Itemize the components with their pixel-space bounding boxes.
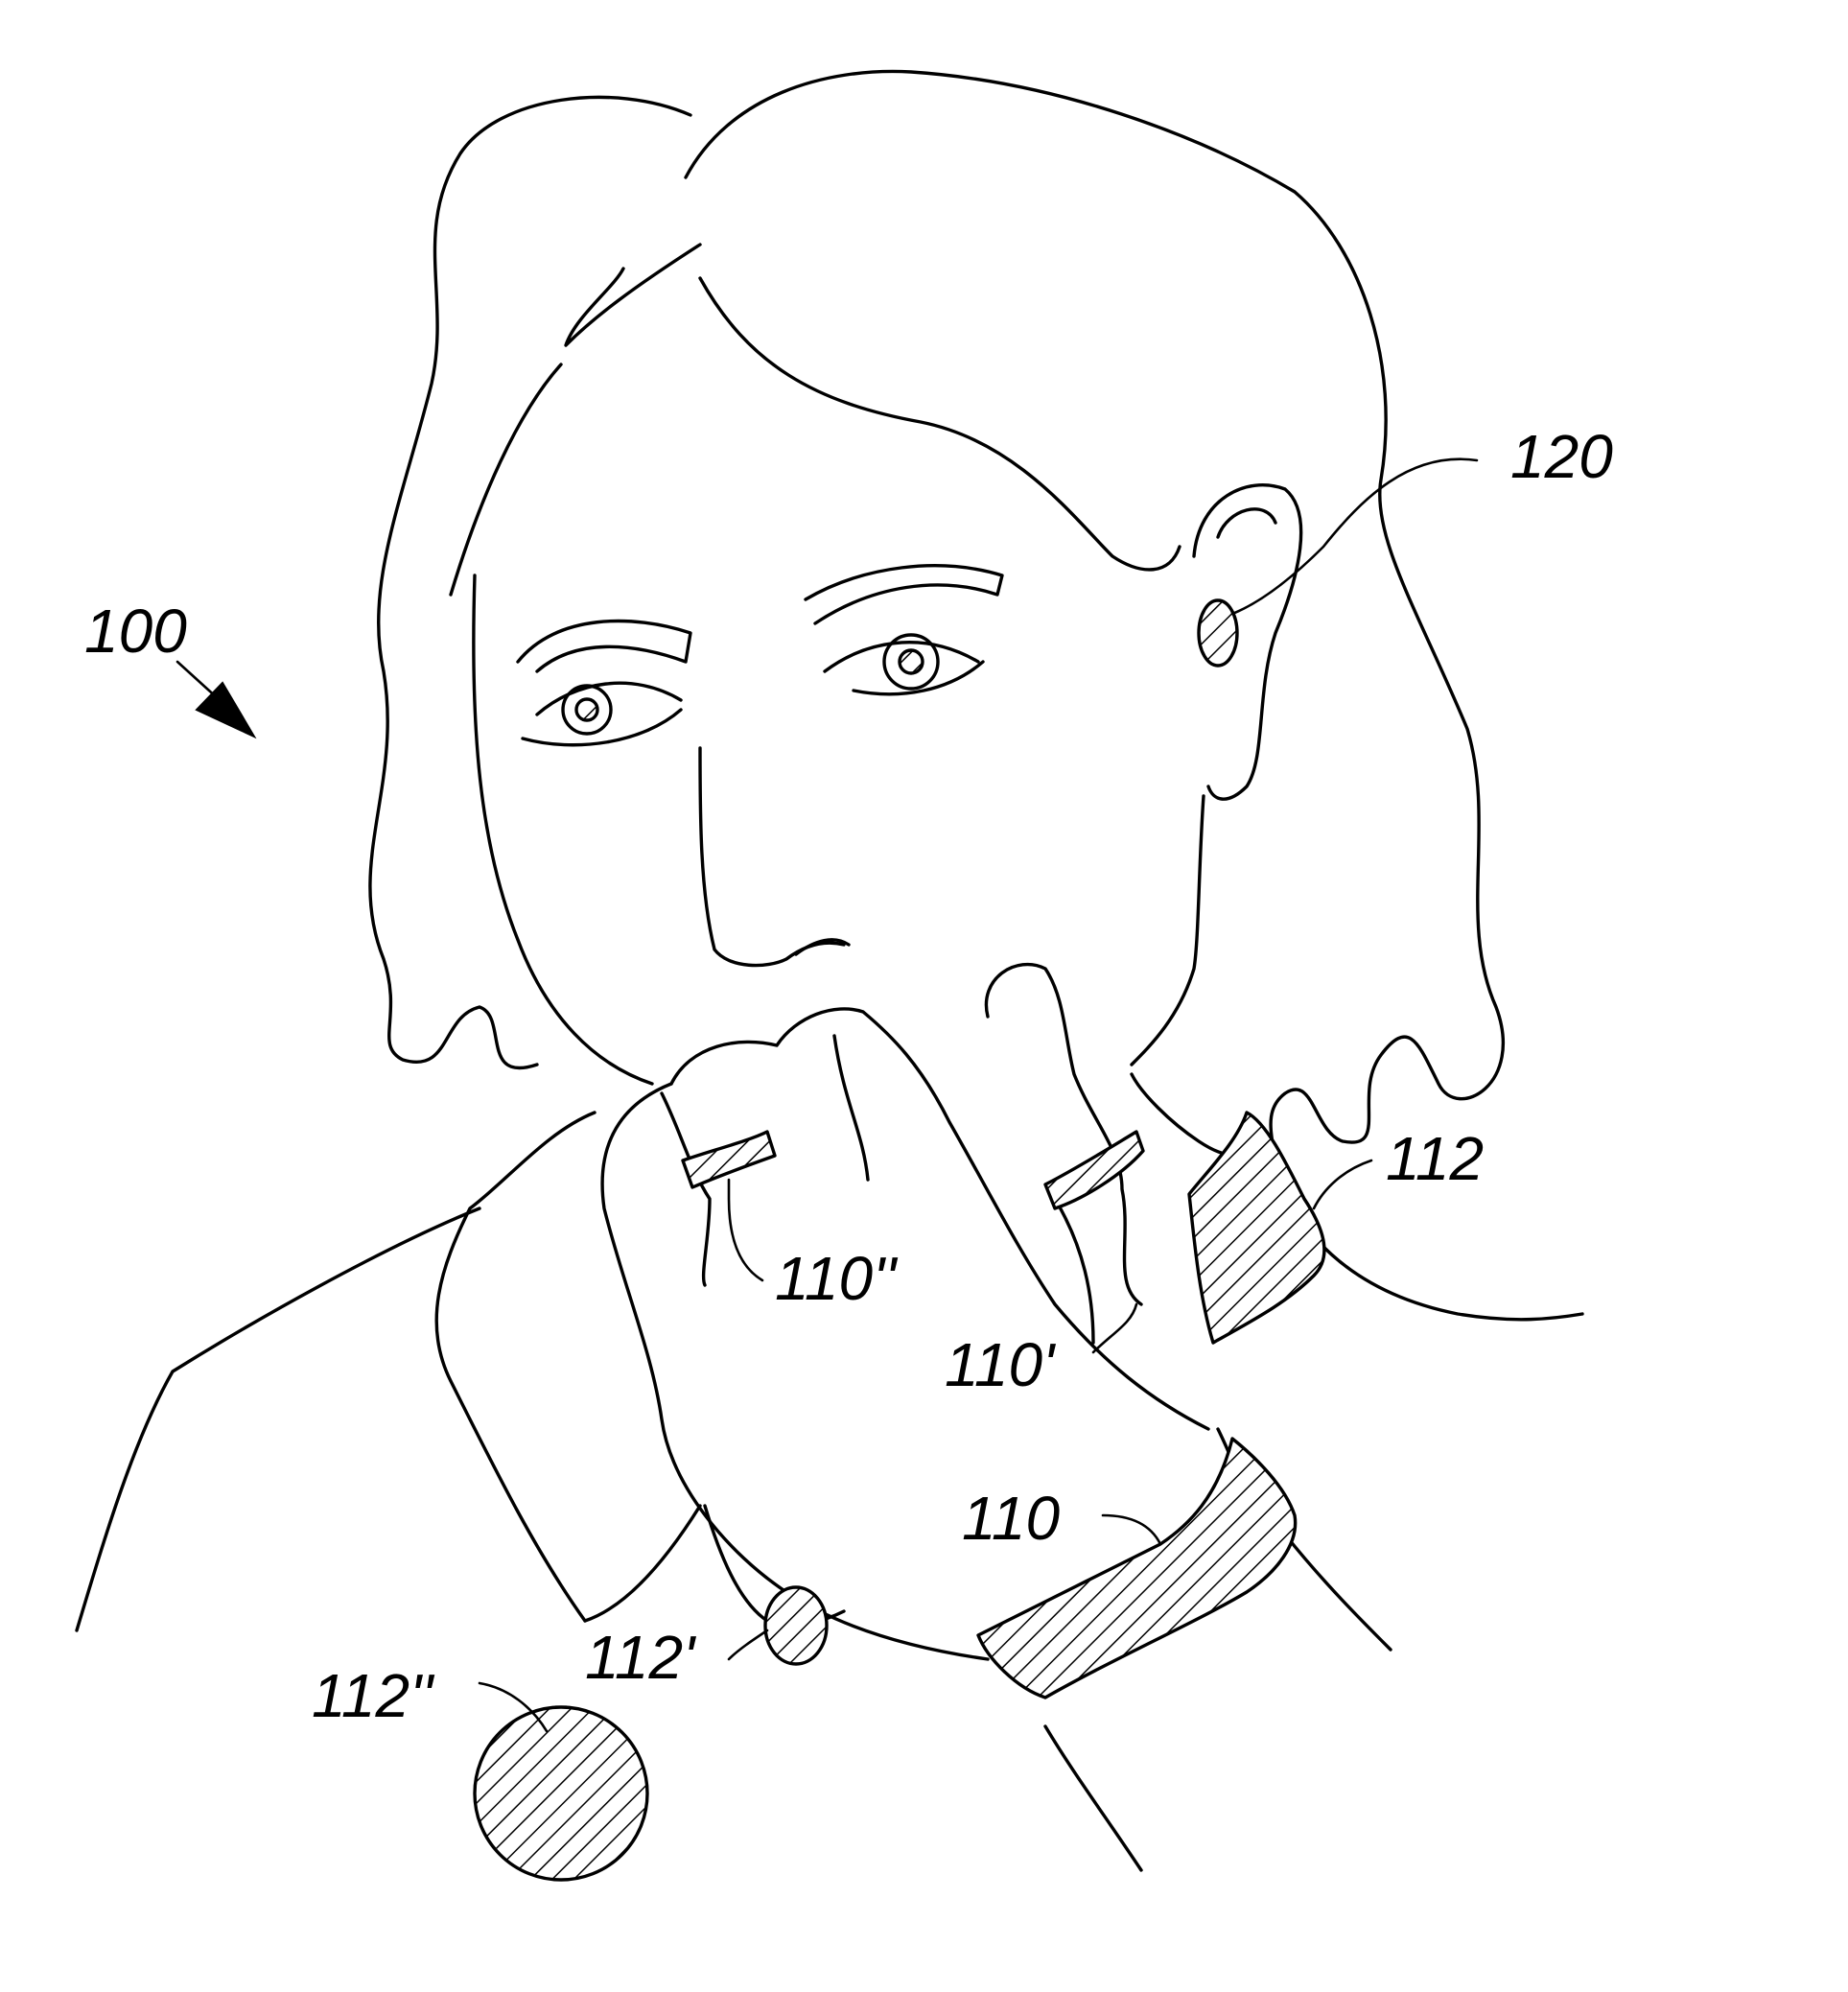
ear-device [1197, 598, 1239, 668]
face [472, 574, 1205, 1086]
left-eye [516, 619, 692, 747]
leader-lines [478, 457, 1479, 1733]
system-arrow [175, 660, 257, 739]
label-110: 110 [962, 1484, 1060, 1553]
collar-button-device [763, 1585, 829, 1666]
right-eye [804, 564, 1004, 696]
label-112-prime: 112' [585, 1623, 697, 1692]
label-112-double-prime: 112'' [312, 1661, 435, 1730]
wrist-device-left [976, 1437, 1298, 1699]
ring-device-middle [1043, 1130, 1145, 1210]
label-110-double-prime: 110'' [775, 1244, 899, 1313]
pendant-device [473, 1705, 649, 1882]
label-100: 100 [84, 597, 187, 666]
hair [368, 69, 1505, 1182]
wrist-device-right [1187, 1111, 1326, 1345]
label-112: 112 [1386, 1124, 1484, 1193]
ring-device-index [681, 1130, 777, 1189]
ear [1192, 483, 1303, 801]
label-120: 120 [1510, 422, 1613, 491]
clothing [75, 1111, 1584, 1872]
label-110-prime: 110' [945, 1330, 1057, 1399]
